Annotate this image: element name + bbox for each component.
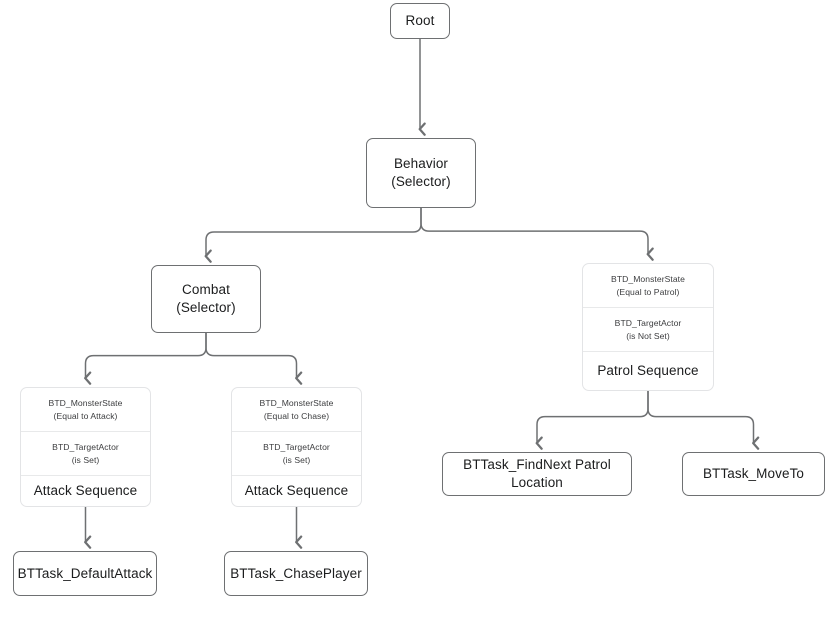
node-task-find-next-patrol-location[interactable]: BTTask_FindNext Patrol Location — [442, 452, 632, 496]
node-behavior-subtitle: (Selector) — [391, 174, 451, 189]
decorator-name: BTD_TargetActor — [263, 442, 330, 452]
decorator-name: BTD_MonsterState — [259, 398, 334, 408]
node-attack-sequence-chase[interactable]: BTD_MonsterState (Equal to Chase) BTD_Ta… — [231, 387, 362, 507]
edge-behavior-to-patrol_sequence — [420, 207, 648, 254]
node-root[interactable]: Root — [390, 3, 450, 39]
node-task-default-attack-title: BTTask_DefaultAttack — [17, 565, 153, 581]
node-attack-sequence-attack[interactable]: BTD_MonsterState (Equal to Attack) BTD_T… — [20, 387, 151, 507]
node-task-move-to[interactable]: BTTask_MoveTo — [682, 452, 825, 496]
decorator-monster-state-attack[interactable]: BTD_MonsterState (Equal to Attack) — [21, 388, 150, 432]
decorator-condition: (is Set) — [71, 454, 100, 465]
decorator-name: BTD_MonsterState — [48, 398, 123, 408]
edge-patrol_sequence-to-task_move_to — [647, 390, 754, 443]
edge-patrol_sequence-to-task_find_next_patrol_location — [537, 390, 649, 443]
decorator-target-actor-is-set[interactable]: BTD_TargetActor (is Set) — [21, 432, 150, 476]
node-attack-sequence-chase-title: Attack Sequence — [244, 483, 349, 498]
decorator-target-actor-not-set[interactable]: BTD_TargetActor (is Not Set) — [583, 308, 713, 352]
decorator-monster-state-patrol[interactable]: BTD_MonsterState (Equal to Patrol) — [583, 264, 713, 308]
node-patrol-sequence-title: Patrol Sequence — [597, 363, 699, 378]
edge-behavior-to-combat — [206, 207, 422, 256]
decorator-monster-state-chase[interactable]: BTD_MonsterState (Equal to Chase) — [232, 388, 361, 432]
decorator-condition: (Equal to Chase) — [263, 410, 330, 421]
node-combat-subtitle: (Selector) — [176, 300, 236, 315]
node-task-find-next-patrol-location-title: BTTask_FindNext Patrol Location — [463, 457, 611, 490]
node-root-title: Root — [405, 13, 435, 28]
node-combat-title: Combat (Selector) — [176, 282, 236, 315]
decorator-condition: (is Not Set) — [626, 330, 670, 341]
edge-combat-to-attack_sequence_chase — [205, 332, 297, 378]
node-behavior[interactable]: Behavior (Selector) — [366, 138, 476, 208]
decorator-name: BTD_MonsterState — [611, 274, 685, 284]
decorator-condition: (Equal to Attack) — [53, 410, 118, 421]
node-task-chase-player[interactable]: BTTask_ChasePlayer — [224, 551, 368, 596]
node-task-chase-player-title: BTTask_ChasePlayer — [230, 565, 362, 581]
node-attack-sequence-attack-title: Attack Sequence — [33, 483, 138, 498]
node-behavior-title: Behavior (Selector) — [391, 156, 451, 189]
edge-combat-to-attack_sequence_attack — [86, 332, 207, 378]
node-task-move-to-title: BTTask_MoveTo — [702, 466, 805, 481]
decorator-target-actor-is-set[interactable]: BTD_TargetActor (is Set) — [232, 432, 361, 476]
decorator-condition: (Equal to Patrol) — [616, 286, 680, 297]
decorator-name: BTD_TargetActor — [52, 442, 119, 452]
node-patrol-sequence[interactable]: BTD_MonsterState (Equal to Patrol) BTD_T… — [582, 263, 714, 391]
node-combat[interactable]: Combat (Selector) — [151, 265, 261, 333]
node-task-default-attack[interactable]: BTTask_DefaultAttack — [13, 551, 157, 596]
decorator-condition: (is Set) — [282, 454, 311, 465]
decorator-name: BTD_TargetActor — [614, 318, 682, 328]
